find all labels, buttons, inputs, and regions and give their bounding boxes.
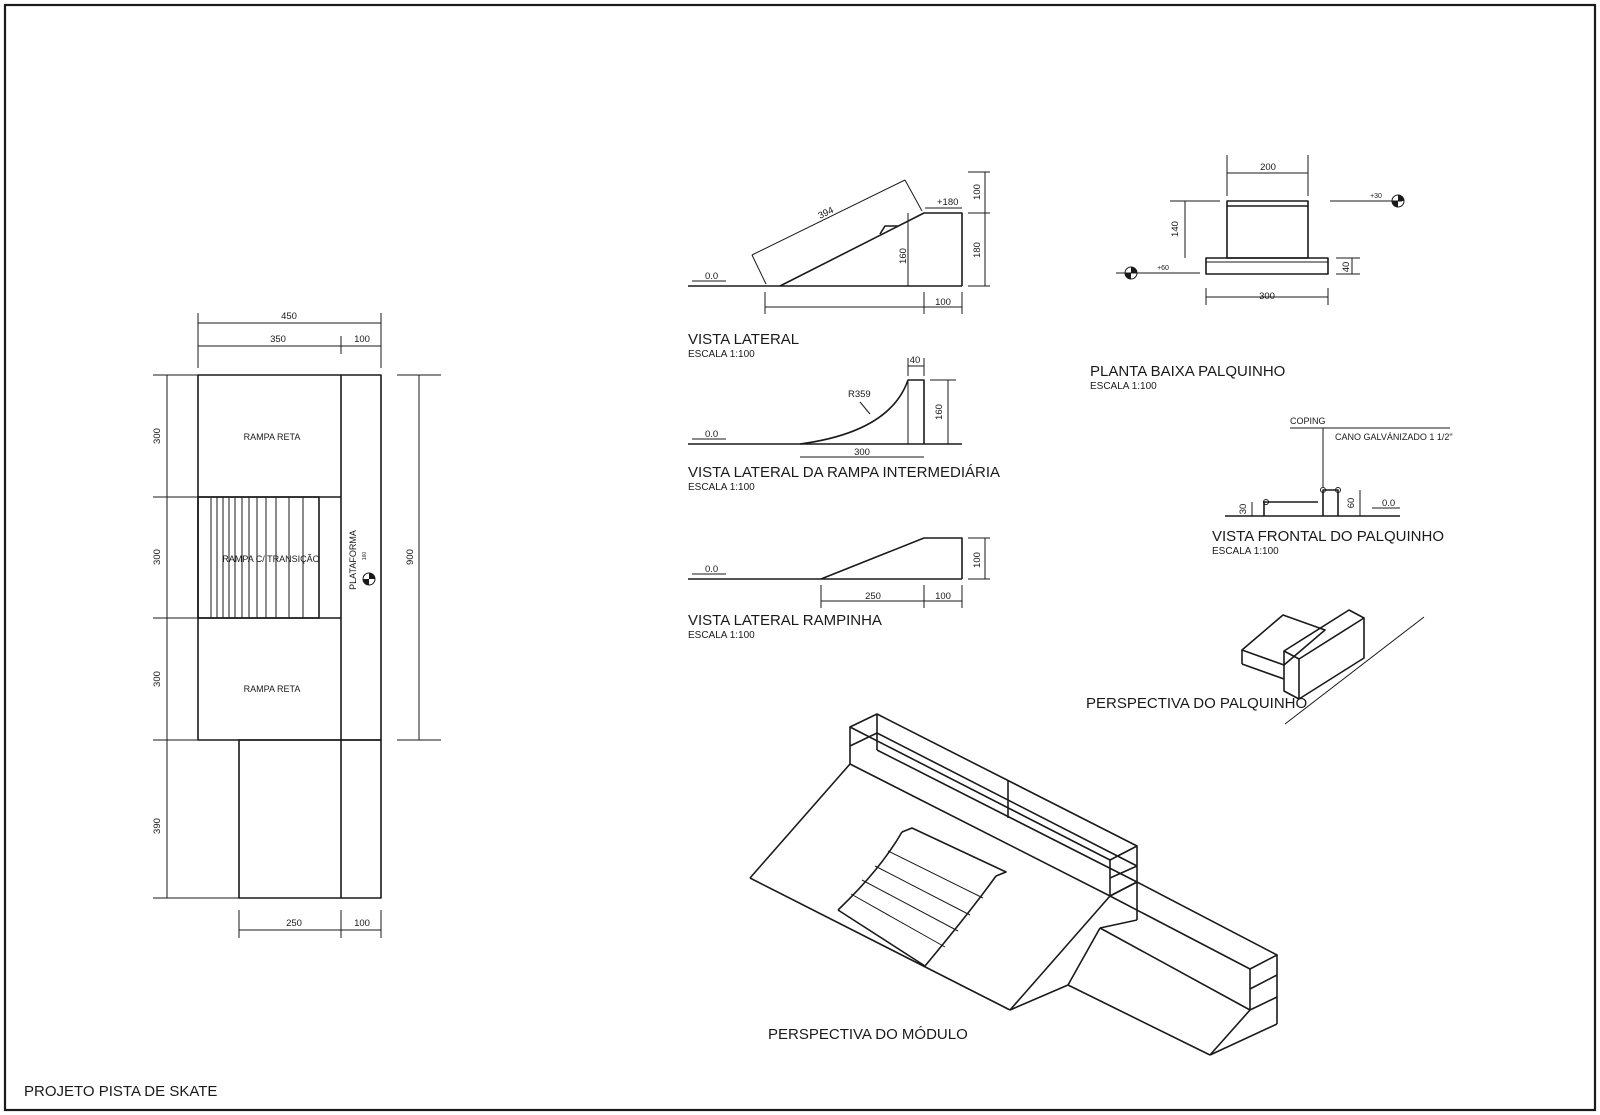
perspectiva-palquinho: PERSPECTIVA DO PALQUINHO [1086,609,1425,725]
vr-dim-100-right: 100 [972,552,983,568]
dim-350: 350 [270,334,286,345]
vista-lateral: 0.0 +180 394 160 100 180 100 VISTA LATER… [688,171,990,360]
label-rampa-transicao: RAMPA C/ TRANSIÇÃO [222,554,319,564]
dim-300-b: 300 [152,549,163,565]
vr-scale: ESCALA 1:100 [688,630,755,641]
vl-dim-180: 180 [972,242,983,258]
vi-level-ground: 0.0 [705,429,718,440]
vi-title: VISTA LATERAL DA RAMPA INTERMEDIÁRIA [688,464,1000,481]
vr-level-ground: 0.0 [705,564,718,575]
dim-390: 390 [152,818,163,834]
vr-title: VISTA LATERAL RAMPINHA [688,612,882,629]
vista-intermediaria: 0.0 R359 40 160 300 VISTA LATERAL DA RAM… [688,355,1000,493]
plan-lower-block [238,739,382,899]
dim-300-c: 300 [152,671,163,687]
vf-scale: ESCALA 1:100 [1212,546,1279,557]
plan-transition-ramp [197,496,320,619]
vf-dim-30: 30 [1238,504,1249,515]
vf-label-cano: CANO GALVÁNIZADO 1 1/2" [1335,432,1453,442]
vi-dim-160: 160 [934,404,945,420]
dim-900: 900 [405,549,416,565]
dim-250-plan: 250 [286,918,302,929]
dim-450: 450 [281,311,297,322]
level-marker-icon [362,572,376,586]
plan-bottom-dimensions [238,910,382,938]
vf-dim-60: 60 [1346,498,1357,509]
perspectiva-modulo: PERSPECTIVA DO MÓDULO [749,713,1278,1056]
vl-dim-100-bottom: 100 [935,297,951,308]
dim-100-plan: 100 [354,918,370,929]
vi-dim-40: 40 [910,355,921,366]
vl-dim-394: 394 [816,205,835,222]
vl-level-top: +180 [937,197,958,208]
pp-dim-140: 140 [1170,221,1181,237]
level-marker-icon [1391,194,1405,208]
sheet-border [3,3,1597,1112]
plan-view: RAMPA RETA RAMPA C/ TRANSIÇÃO RAMPA RETA… [152,311,441,938]
vl-scale: ESCALA 1:100 [688,349,755,360]
vf-label-coping: COPING [1290,416,1326,426]
vr-dim-100-bottom: 100 [935,591,951,602]
vi-dim-300: 300 [854,447,870,458]
pp-level-60: +60 [1157,265,1169,272]
pp-dim-200: 200 [1260,162,1276,173]
perspectiva-modulo-title: PERSPECTIVA DO MÓDULO [768,1026,968,1043]
level-marker-icon [1124,266,1138,280]
dim-300-a: 300 [152,428,163,444]
label-plataforma: PLATAFORMA [348,530,358,590]
vi-radius: R359 [848,389,871,400]
pp-title: PLANTA BAIXA PALQUINHO [1090,363,1285,380]
pp-level-30: +30 [1370,193,1382,200]
dim-100-top: 100 [354,334,370,345]
plan-top-dimensions [197,313,382,368]
vf-level: 0.0 [1382,498,1395,509]
plan-level-160: 160 [362,552,368,561]
pp-dim-40: 40 [1341,262,1352,273]
label-rampa-reta-top: RAMPA RETA [244,432,301,442]
vista-frontal-palquinho: COPING CANO GALVÁNIZADO 1 1/2" 30 60 0.0… [1212,416,1453,557]
perspectiva-palquinho-title: PERSPECTIVA DO PALQUINHO [1086,695,1307,712]
vl-level-ground: 0.0 [705,271,718,282]
vr-dim-250: 250 [865,591,881,602]
plan-transition-lines [210,497,304,618]
vl-title: VISTA LATERAL [688,331,799,348]
planta-palquinho: 200 140 40 300 +30 +60 PLANTA BAIXA PAL [1090,155,1405,392]
label-rampa-reta-bottom: RAMPA RETA [244,684,301,694]
plan-left-dimensions [153,374,239,899]
vi-scale: ESCALA 1:100 [688,482,755,493]
plan-right-dimensions [397,374,441,741]
project-title: PROJETO PISTA DE SKATE [24,1083,217,1100]
pp-dim-300: 300 [1259,291,1275,302]
vista-rampinha: 0.0 100 250 100 VISTA LATERAL RAMPINHA E… [688,537,990,641]
vl-dim-100-right: 100 [972,184,983,200]
vf-title: VISTA FRONTAL DO PALQUINHO [1212,528,1444,545]
vl-dim-160: 160 [898,248,909,264]
pp-scale: ESCALA 1:100 [1090,381,1157,392]
